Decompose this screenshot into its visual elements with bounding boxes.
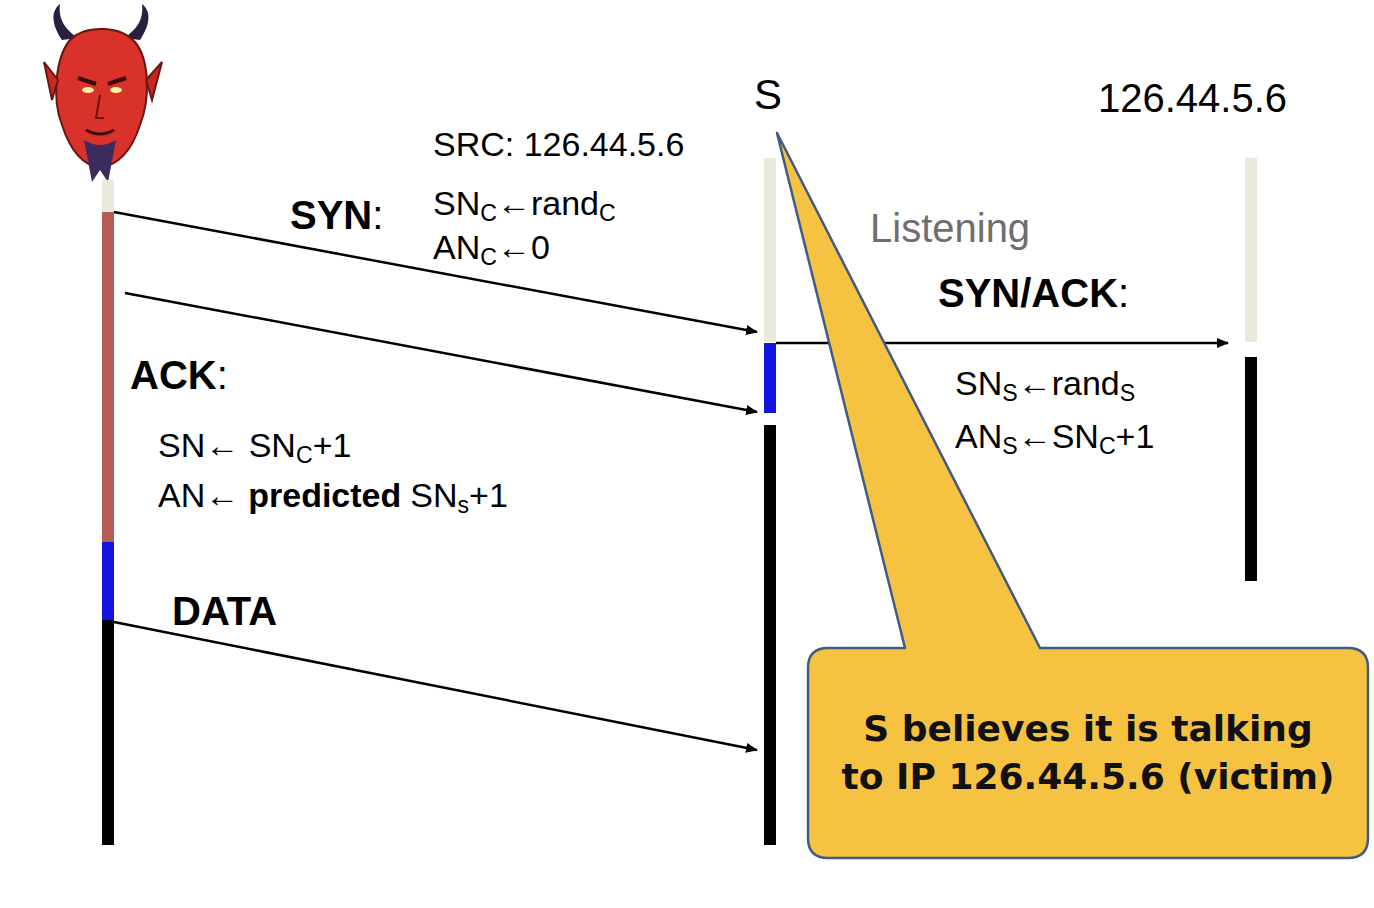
message-label: SN (433, 186, 480, 220)
subscript: C (480, 202, 497, 225)
subscript: C (1099, 435, 1116, 458)
text-line: ACK: (130, 355, 228, 395)
subscript: C (480, 246, 497, 269)
text-line: SYN: (290, 195, 383, 235)
message-label: : (217, 355, 228, 395)
message-label: ←0 (497, 230, 550, 264)
message-label: AN← (158, 478, 239, 512)
message-label: +1 (1116, 419, 1155, 453)
message-label: +1 (469, 478, 508, 512)
message-label: ←SN (1018, 419, 1099, 453)
text-line: SNC←randC (433, 186, 616, 226)
message-label: DATA (172, 591, 277, 631)
text-line: S (754, 74, 782, 116)
message-label: SN← SN (158, 428, 296, 462)
text-line: SNS←randS (955, 366, 1135, 406)
callout-shape (777, 133, 1368, 858)
text-line: SRC: 126.44.5.6 (433, 127, 684, 161)
text-line: ANC←0 (433, 230, 550, 270)
message-label: SRC: 126.44.5.6 (433, 127, 684, 161)
text-line: Listening (870, 208, 1030, 248)
subscript: S (1120, 382, 1135, 405)
text-line: SYN/ACK: (938, 273, 1129, 313)
message-label: : (1118, 273, 1129, 313)
subscript: S (1002, 435, 1017, 458)
text-line: ANS←SNC+1 (955, 419, 1154, 459)
message-label: +1 (313, 428, 352, 462)
subscript: C (599, 202, 616, 225)
message-label: S (754, 74, 782, 116)
message-label: SN (410, 478, 457, 512)
text-line: SN← SNC+1 (158, 428, 351, 468)
message-label: ACK (130, 355, 217, 395)
message-label: ←rand (1018, 366, 1120, 400)
text-line: 126.44.5.6 (1098, 78, 1287, 118)
message-label: SYN/ACK (938, 273, 1118, 313)
message-label: AN (955, 419, 1002, 453)
subscript: C (296, 444, 313, 467)
subscript: S (1002, 382, 1017, 405)
message-label: SN (955, 366, 1002, 400)
subscript: s (458, 494, 470, 517)
message-label: Listening (870, 208, 1030, 248)
message-label: : (372, 195, 383, 235)
message-label: ←rand (497, 186, 599, 220)
message-label: SYN (290, 195, 372, 235)
callout-box: S believes it is talking to IP 126.44.5.… (808, 648, 1368, 858)
callout-text: S believes it is talking to IP 126.44.5.… (838, 705, 1338, 800)
message-label: predicted (248, 478, 401, 512)
message-label: AN (433, 230, 480, 264)
text-line: AN← predicted SNs+1 (158, 478, 508, 518)
text-line: DATA (172, 591, 277, 631)
message-label: 126.44.5.6 (1098, 78, 1287, 118)
attacker-icon (44, 4, 162, 182)
